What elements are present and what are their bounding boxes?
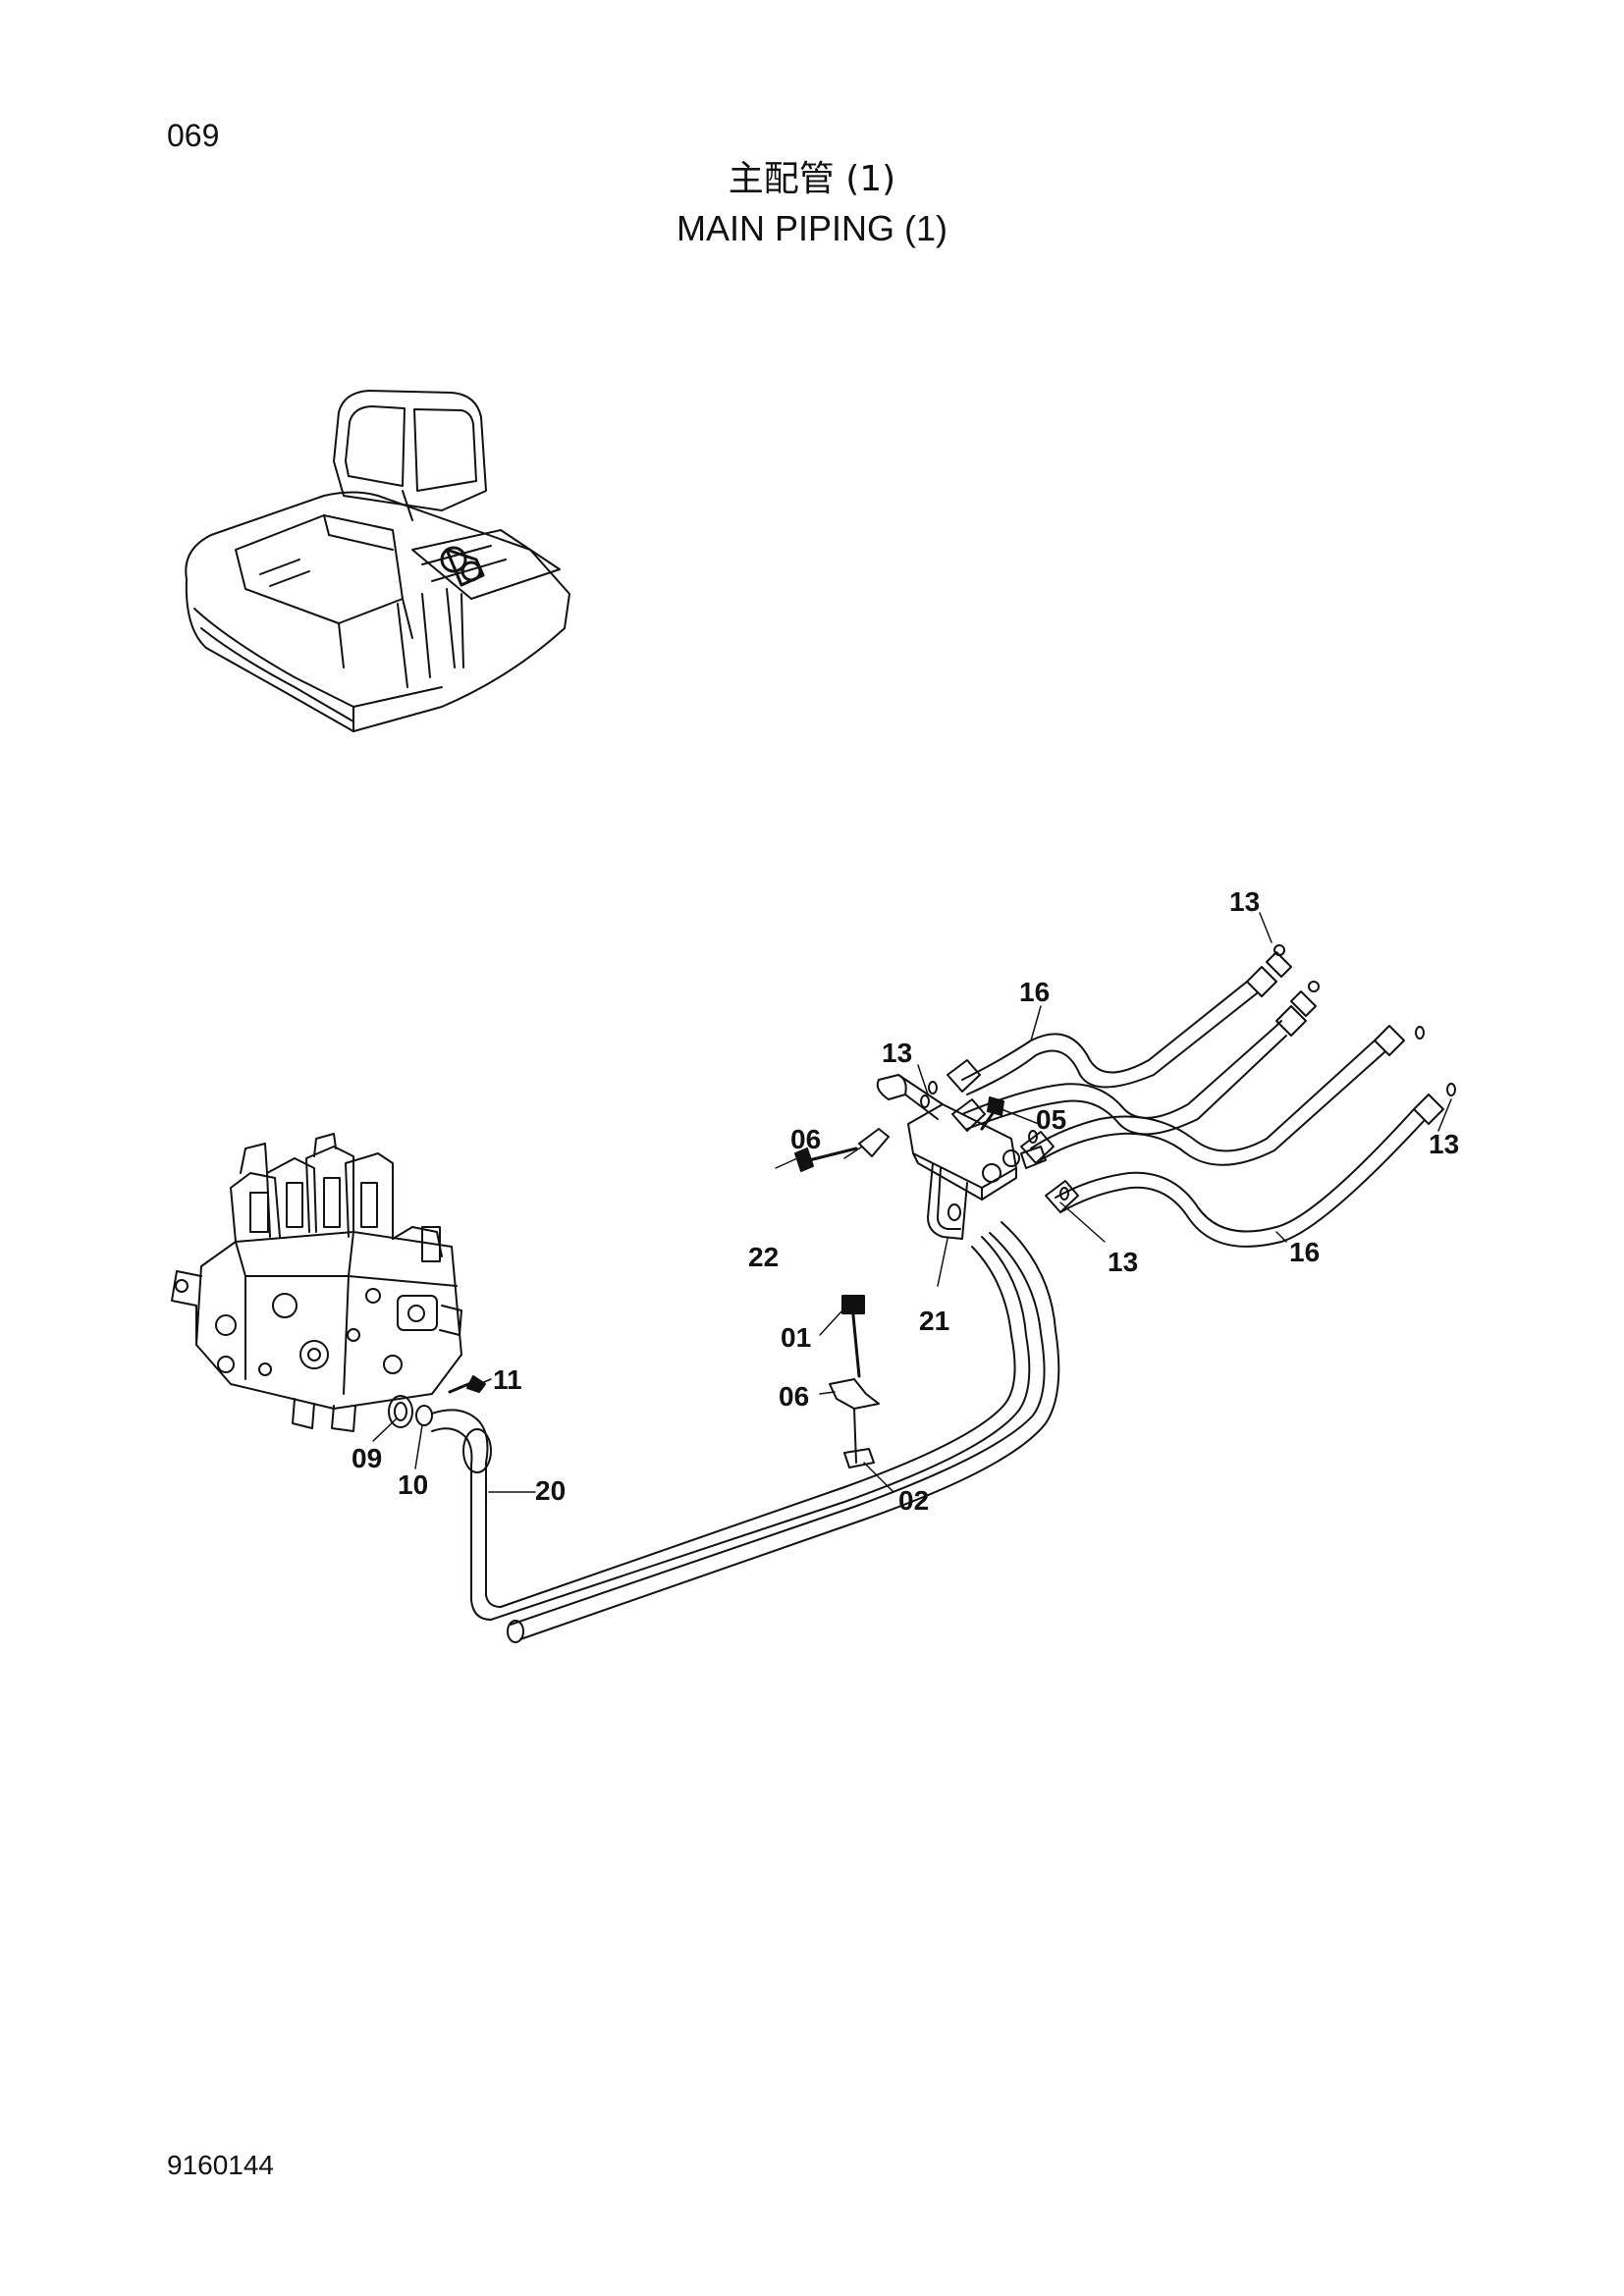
callout-13b: 13 (882, 1038, 912, 1068)
excavator-overview-illustration (185, 390, 570, 732)
callout-06b: 06 (779, 1381, 809, 1412)
manifold-block (794, 1074, 1069, 1240)
callout-10: 10 (398, 1469, 428, 1500)
leader-lines (372, 912, 1452, 1493)
pipe-20 (431, 1221, 1060, 1643)
callout-16b: 16 (1289, 1237, 1320, 1267)
control-valve-assembly (171, 1133, 486, 1432)
callout-01: 01 (781, 1322, 811, 1353)
callout-13d: 13 (1108, 1247, 1138, 1277)
document-code: 9160144 (167, 2150, 275, 2180)
callout-02: 02 (898, 1485, 929, 1516)
callout-labels: 13 16 13 06 05 13 22 13 16 21 01 11 06 0… (352, 886, 1459, 1516)
page-title-en: MAIN PIPING (1) (676, 208, 948, 248)
callout-05: 05 (1036, 1104, 1066, 1135)
callout-16a: 16 (1019, 977, 1050, 1007)
callout-13a: 13 (1229, 886, 1260, 917)
title-block: 主配管 (1) MAIN PIPING (1) (0, 155, 1624, 253)
callout-13c: 13 (1429, 1129, 1459, 1159)
page-title-cn: 主配管 (1) (728, 159, 896, 199)
callout-09: 09 (352, 1443, 382, 1473)
clamp-assembly (829, 1295, 880, 1468)
page-number: 069 (167, 118, 220, 153)
hoses-16 (928, 944, 1456, 1248)
callout-20: 20 (535, 1475, 566, 1506)
callout-11: 11 (493, 1364, 522, 1395)
callout-06a: 06 (790, 1124, 821, 1154)
callout-21: 21 (919, 1306, 949, 1336)
callout-22: 22 (748, 1242, 779, 1272)
